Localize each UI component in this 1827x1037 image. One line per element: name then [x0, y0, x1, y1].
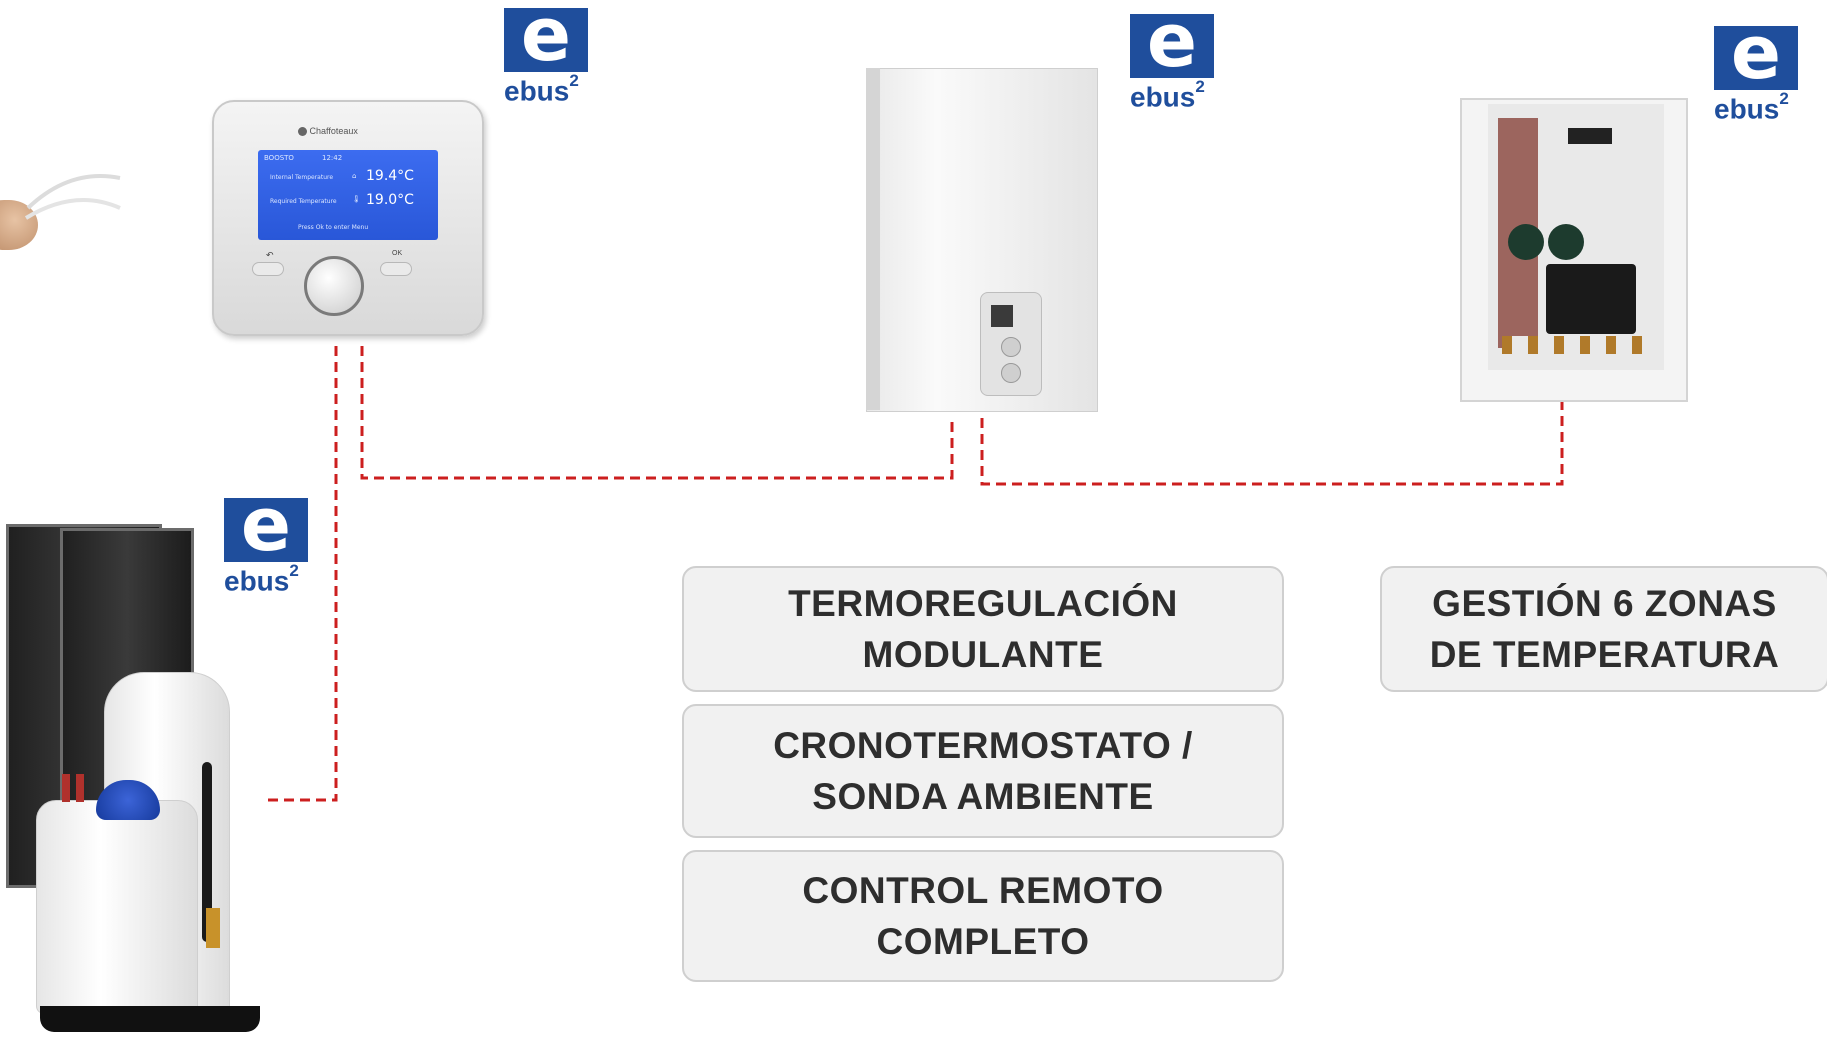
- ebus-superscript: 2: [289, 561, 299, 580]
- back-button[interactable]: [252, 262, 284, 276]
- required-temp-label: Required Temperature: [270, 198, 337, 205]
- pump-icon: [1548, 224, 1584, 260]
- bus-line-boiler-cabinet: [980, 402, 1564, 486]
- ebus-logo: e ebus2: [224, 488, 310, 596]
- ebus-logo: e ebus2: [1130, 4, 1216, 112]
- pump-icon: [1508, 224, 1544, 260]
- ebus-logo: e ebus2: [504, 0, 590, 106]
- mixer-display: [1568, 128, 1612, 144]
- feature-box-remote-control: CONTROL REMOTO COMPLETO: [682, 850, 1284, 982]
- boiler-control-panel: [980, 292, 1042, 396]
- thermostat-brand: Chaffoteaux: [298, 126, 358, 137]
- required-temp-value: 19.0°C: [366, 192, 414, 208]
- feature-box-thermoregulation: TERMOREGULACIÓN MODULANTE: [682, 566, 1284, 692]
- bus-line-thermostat-boiler: [360, 346, 954, 480]
- thermostat-screen: BOOSTO 12:42 Internal Temperature ⌂ 19.4…: [258, 150, 438, 240]
- ebus-superscript: 2: [1779, 89, 1789, 108]
- station-top-icon: [96, 780, 160, 820]
- feature-text: CONTROL REMOTO COMPLETO: [802, 870, 1164, 962]
- ok-label: OK: [392, 250, 403, 257]
- screen-time: 12:42: [322, 154, 343, 162]
- feature-text: CRONOTERMOSTATO / SONDA AMBIENTE: [773, 725, 1193, 817]
- ebus-e-icon: e: [520, 0, 572, 78]
- valve-manifold: [1502, 336, 1642, 354]
- control-module: [1546, 264, 1636, 334]
- brass-valve: [206, 908, 220, 948]
- ebus-logo: e ebus2: [1714, 16, 1800, 124]
- solar-station-unit: [36, 800, 198, 1014]
- ebus-e-icon: e: [1730, 10, 1782, 96]
- internal-temp-label: Internal Temperature: [270, 174, 334, 181]
- ebus-label: ebus: [1130, 81, 1196, 113]
- pipe-connector: [62, 774, 70, 802]
- boiler-display: [991, 305, 1013, 327]
- ebus-superscript: 2: [1195, 77, 1205, 96]
- boiler-side: [866, 68, 880, 410]
- pipe-connector: [76, 774, 84, 802]
- screen-hint: Press Ok to enter Menu: [298, 224, 369, 231]
- touch-wave-icon: [24, 174, 121, 220]
- back-arrow-icon: ↶: [266, 250, 274, 260]
- tank-base: [40, 1006, 260, 1032]
- ebus-superscript: 2: [569, 71, 579, 90]
- internal-temp-value: 19.4°C: [366, 168, 414, 184]
- screen-mode: BOOSTO: [264, 154, 294, 162]
- ebus-label: ebus: [224, 565, 290, 597]
- brand-text: Chaffoteaux: [309, 126, 358, 136]
- boiler-knob: [1001, 337, 1021, 357]
- feature-box-chronothermostat: CRONOTERMOSTATO / SONDA AMBIENTE: [682, 704, 1284, 838]
- tank-pipe: [202, 762, 212, 942]
- bus-line-thermostat-solar: [262, 346, 338, 802]
- ebus-label: ebus: [504, 75, 570, 107]
- thermometer-icon: 🌡: [352, 195, 361, 203]
- ebus-label: ebus: [1714, 93, 1780, 125]
- thermostat-knob[interactable]: [304, 256, 364, 316]
- zone-cabinet-interior: [1488, 104, 1664, 370]
- ebus-e-icon: e: [1146, 0, 1198, 84]
- brand-logo-icon: [298, 127, 307, 137]
- house-icon: ⌂: [352, 172, 357, 180]
- ebus-e-icon: e: [240, 482, 292, 568]
- ok-button[interactable]: [380, 262, 412, 276]
- feature-text: GESTIÓN 6 ZONAS DE TEMPERATURA: [1429, 583, 1780, 675]
- feature-box-zones: GESTIÓN 6 ZONAS DE TEMPERATURA: [1380, 566, 1827, 692]
- feature-text: TERMOREGULACIÓN MODULANTE: [788, 583, 1178, 675]
- boiler-knob: [1001, 363, 1021, 383]
